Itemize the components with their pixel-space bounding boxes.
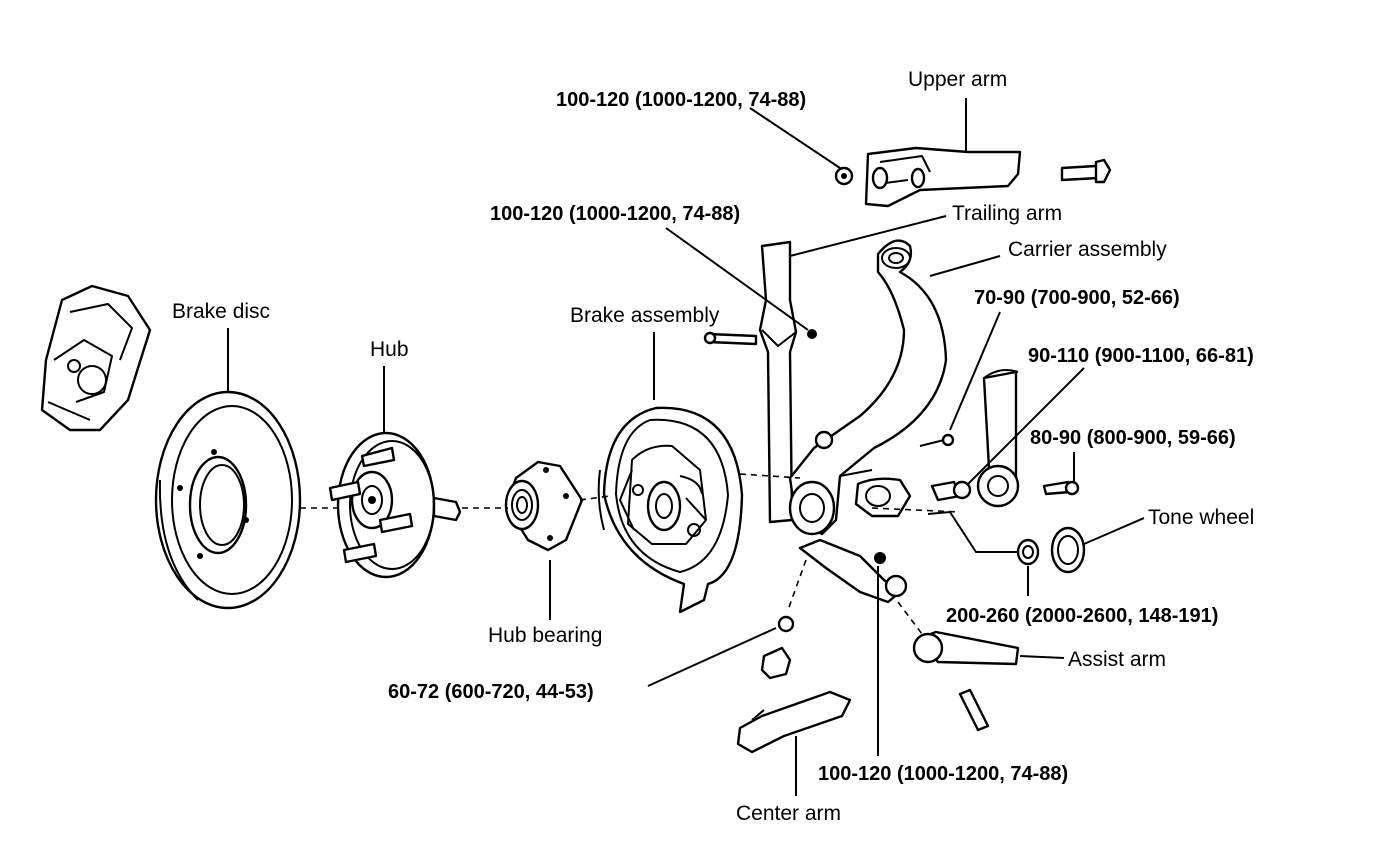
hub-bearing: [504, 460, 584, 552]
torque-hub-nut: 200-260 (2000-2600, 148-191): [946, 605, 1218, 627]
torque-trailing-arm-bolt: 100-120 (1000-1200, 74-88): [490, 203, 740, 225]
brake-assembly: [597, 406, 744, 614]
torque-center-arm-nut: 60-72 (600-720, 44-53): [388, 681, 594, 703]
torque-carrier-bolt: 70-90 (700-900, 52-66): [974, 287, 1180, 309]
bushing-bracket: [919, 369, 1080, 508]
label-tone-wheel: Tone wheel: [1148, 506, 1254, 529]
assist-arm-part: [912, 630, 1020, 732]
label-trailing-arm: Trailing arm: [952, 202, 1062, 225]
carrier-assembly-part: [788, 239, 948, 604]
tone-wheel-part: [1016, 526, 1086, 574]
hub: [328, 431, 462, 579]
label-brake-disc: Brake disc: [172, 300, 270, 323]
brake-caliper: [40, 284, 152, 432]
label-brake-assembly: Brake assembly: [570, 304, 720, 327]
torque-upper-arm-nut: 100-120 (1000-1200, 74-88): [556, 89, 806, 111]
center-arm-part: [736, 615, 852, 754]
label-assist-arm: Assist arm: [1068, 648, 1166, 671]
label-center-arm: Center arm: [736, 802, 841, 825]
label-hub-bearing: Hub bearing: [488, 624, 602, 647]
brake-disc: [154, 390, 302, 610]
label-hub: Hub: [370, 338, 409, 361]
torque-knuckle-bolt: 80-90 (800-900, 59-66): [1030, 427, 1236, 449]
torque-lower-nut: 100-120 (1000-1200, 74-88): [818, 763, 1068, 785]
label-carrier-assembly: Carrier assembly: [1008, 238, 1167, 261]
upper-arm-part: [834, 146, 1112, 208]
label-upper-arm: Upper arm: [908, 68, 1007, 91]
torque-bushing-bolt: 90-110 (900-1100, 66-81): [1028, 345, 1254, 367]
leader-lines: [227, 98, 1145, 796]
